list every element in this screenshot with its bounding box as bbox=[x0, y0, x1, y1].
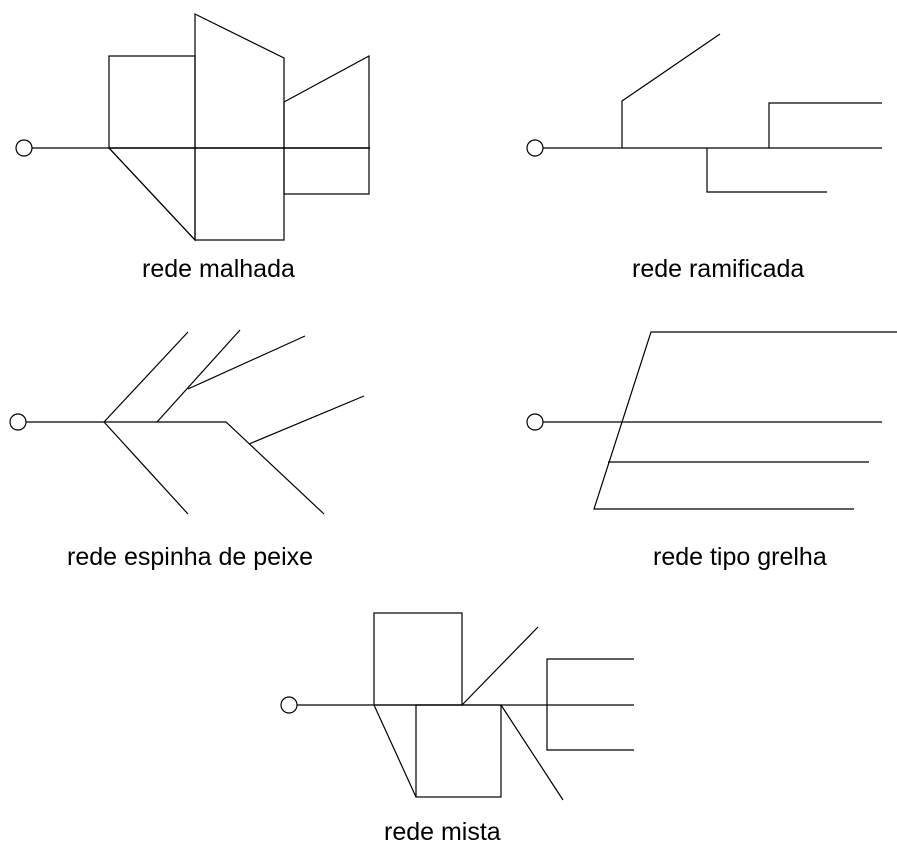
branch bbox=[621, 33, 721, 148]
source-node bbox=[9, 413, 27, 431]
diagram-rede-malhada: rede malhada bbox=[15, 13, 370, 283]
source-node bbox=[280, 696, 298, 714]
branch bbox=[500, 704, 564, 801]
caption-rede-malhada: rede malhada bbox=[142, 255, 295, 283]
fish-bone bbox=[103, 421, 189, 515]
mesh-cell bbox=[194, 147, 285, 241]
branch bbox=[706, 148, 827, 193]
grid-frame bbox=[546, 658, 634, 751]
caption-rede-ramificada: rede ramificada bbox=[632, 255, 804, 283]
diagram-rede-espinha-de-peixe: rede espinha de peixe bbox=[9, 329, 365, 571]
mesh-edge bbox=[108, 147, 196, 241]
fish-bone bbox=[156, 329, 241, 423]
mesh-cell bbox=[373, 612, 463, 706]
source-node bbox=[526, 139, 544, 157]
diagram-rede-tipo-grelha: rede tipo grelha bbox=[526, 331, 897, 571]
mesh-cell bbox=[283, 54, 370, 149]
fish-bone bbox=[248, 395, 365, 445]
fish-bone bbox=[103, 331, 189, 423]
diagram-rede-ramificada: rede ramificada bbox=[526, 33, 882, 283]
mesh-edge bbox=[373, 704, 417, 798]
grid-frame bbox=[593, 331, 897, 510]
branch bbox=[768, 102, 882, 148]
mesh-cell bbox=[194, 13, 285, 149]
caption-rede-tipo-grelha: rede tipo grelha bbox=[653, 543, 827, 571]
spine bbox=[26, 421, 325, 515]
diagram-rede-mista: rede mista bbox=[280, 612, 634, 843]
source-node bbox=[15, 139, 33, 157]
source-node bbox=[526, 413, 544, 431]
mesh-cell bbox=[108, 55, 196, 149]
branch bbox=[461, 626, 539, 706]
caption-rede-mista: rede mista bbox=[384, 818, 501, 843]
fish-bone bbox=[187, 335, 306, 390]
caption-rede-espinha-de-peixe: rede espinha de peixe bbox=[67, 543, 313, 571]
mesh-cell bbox=[415, 704, 502, 798]
mesh-cell bbox=[283, 147, 370, 195]
